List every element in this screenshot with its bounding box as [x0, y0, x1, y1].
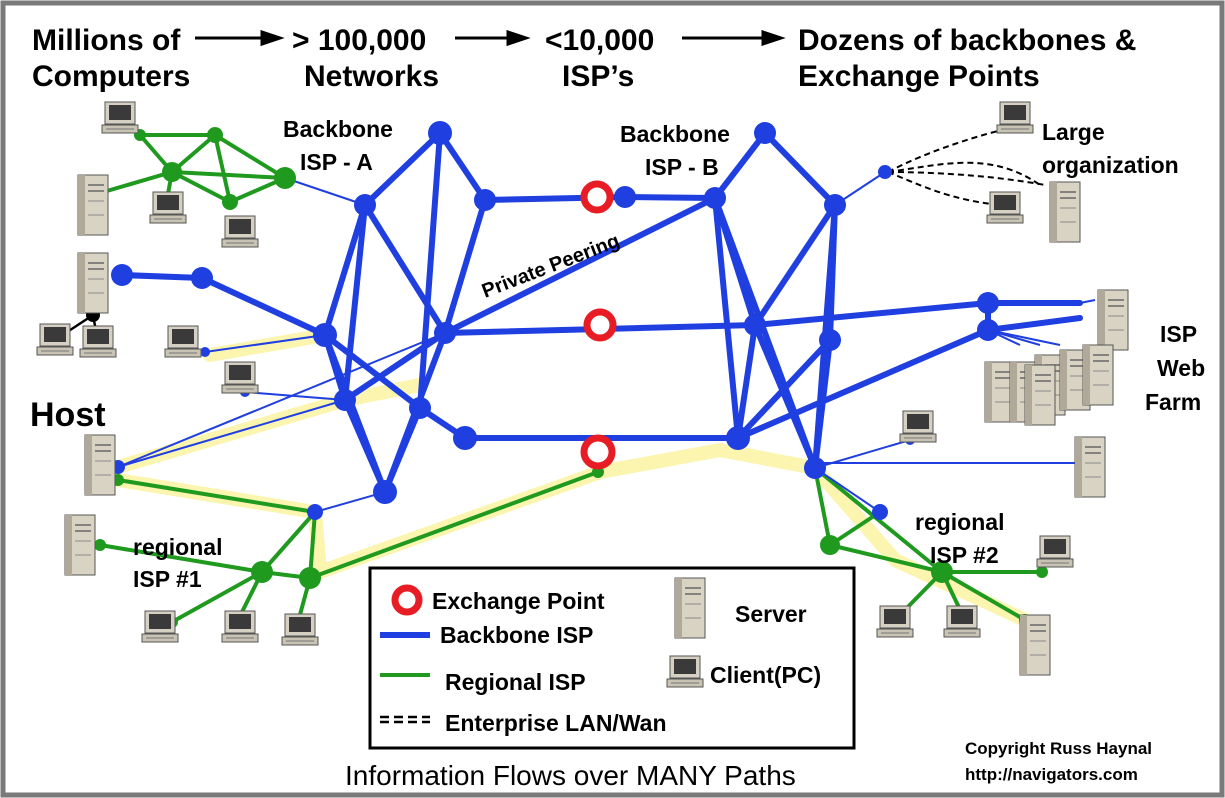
legend-exchange-label: Exchange Point [432, 588, 605, 614]
footer-caption: Information Flows over MANY Paths [345, 760, 796, 791]
backbone-a-line1: Backbone [283, 116, 393, 142]
large-org-line1: Large [1042, 119, 1105, 145]
legend: Exchange Point Backbone ISP Regional ISP… [368, 566, 856, 750]
stage-1-line2: Computers [32, 60, 190, 93]
copyright-line2: http://navigators.com [965, 765, 1138, 784]
backbone-b-line2: ISP - B [645, 154, 719, 180]
regional-2-line2: ISP #2 [930, 542, 999, 568]
legend-box [368, 566, 856, 750]
stage-1-line1: Millions of [32, 24, 181, 57]
stage-4-line1: Dozens of backbones & [798, 24, 1136, 57]
regional-2-line1: regional [915, 509, 1004, 535]
stage-2-line2: Networks [304, 60, 439, 93]
isp-web-farm-line3: Farm [1145, 389, 1201, 415]
stage-4-line2: Exchange Points [798, 60, 1040, 93]
enterprise-lan-links [887, 127, 1046, 206]
host-label: Host [30, 396, 106, 434]
legend-server-label: Server [735, 601, 807, 627]
stage-3-line2: ISP’s [562, 60, 634, 93]
regional-1-line1: regional [133, 534, 222, 560]
legend-enterprise-label: Enterprise LAN/Wan [445, 710, 667, 736]
exchange-points [580, 180, 617, 470]
isp-web-farm-line1: ISP [1160, 321, 1197, 347]
legend-exchange-icon [391, 584, 423, 616]
legend-client-label: Client(PC) [710, 662, 821, 688]
stage-3-line1: <10,000 [545, 24, 654, 57]
stage-arrows [195, 29, 786, 47]
legend-regional-label: Regional ISP [445, 669, 586, 695]
stage-2-line1: > 100,000 [292, 24, 426, 57]
regional-1-line2: ISP #1 [133, 566, 202, 592]
legend-backbone-label: Backbone ISP [440, 622, 593, 648]
copyright-line1: Copyright Russ Haynal [965, 739, 1152, 758]
legend-server-icon [674, 577, 706, 639]
isp-web-farm-line2: Web [1157, 355, 1205, 381]
large-org-line2: organization [1042, 152, 1179, 178]
backbone-b-line1: Backbone [620, 121, 730, 147]
backbone-a-line2: ISP - A [300, 149, 373, 175]
legend-client-icon [666, 655, 704, 688]
